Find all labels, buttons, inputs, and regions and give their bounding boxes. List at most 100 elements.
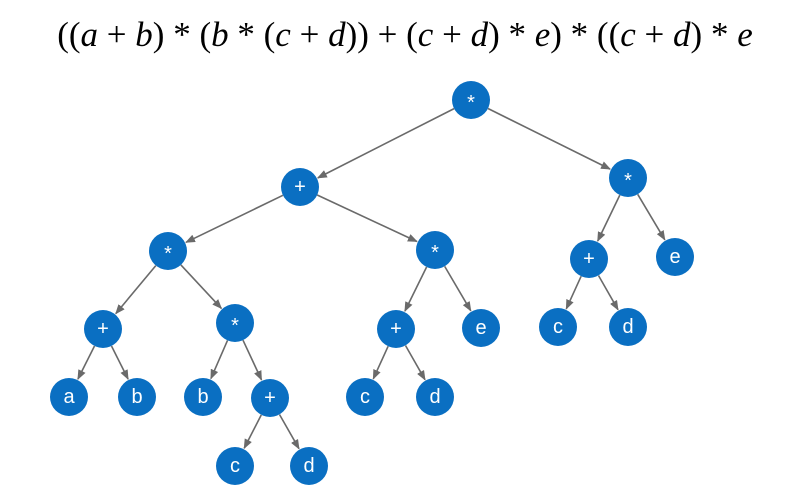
tree-node-circle [609, 159, 647, 197]
tree-edge [278, 414, 300, 450]
formula-token: + [98, 15, 136, 54]
tree-edge [77, 345, 96, 380]
tree-edge [185, 194, 284, 244]
tree-node: + [251, 379, 289, 417]
tree-node-label: + [264, 387, 276, 409]
tree-nodes: * + * + a b * b + c d * + c d e * + c d e [50, 81, 694, 485]
tree-node-label: c [553, 316, 563, 338]
tree-edge [316, 107, 455, 179]
tree-node-circle [346, 378, 384, 416]
formula-token: c [275, 15, 291, 54]
tree-node-circle [656, 238, 694, 276]
formula-token: a [80, 15, 99, 54]
tree-node-label: + [583, 248, 595, 270]
tree-node: b [118, 378, 156, 416]
tree-edge [243, 414, 263, 450]
tree-node-label: + [294, 176, 306, 198]
tree-node: + [377, 310, 415, 348]
formula-token: d [470, 15, 489, 54]
tree-node-label: b [197, 386, 208, 408]
tree-node-label: * [431, 242, 439, 264]
formula-token: ) * [488, 15, 535, 54]
tree-node-label: e [669, 246, 680, 268]
tree-node: + [281, 168, 319, 206]
formula-token: + [635, 15, 674, 54]
tree-edge [637, 193, 666, 241]
tree-node-label: + [97, 318, 109, 340]
tree-node-circle [50, 378, 88, 416]
tree-node: e [656, 238, 694, 276]
tree-node-circle [290, 447, 328, 485]
tree-node: * [416, 231, 454, 269]
tree-node-circle [570, 240, 608, 278]
tree-node-label: d [429, 386, 440, 408]
tree-node-label: c [360, 386, 370, 408]
formula-token: (( [57, 15, 81, 54]
formula-token: * ( [228, 15, 276, 54]
tree-node: * [609, 159, 647, 197]
tree-node: a [50, 378, 88, 416]
tree-node: d [609, 308, 647, 346]
tree-node-label: * [231, 315, 239, 337]
tree-node-circle [462, 309, 500, 347]
tree-node-circle [251, 379, 289, 417]
tree-edge [110, 345, 129, 380]
tree-node-circle [118, 378, 156, 416]
tree-node: * [149, 232, 187, 270]
tree-node: + [570, 240, 608, 278]
tree-edge [487, 107, 611, 170]
tree-node: * [452, 81, 490, 119]
tree-node-label: e [475, 317, 486, 339]
formula-token: )) + ( [345, 15, 418, 54]
tree-edge [210, 340, 229, 380]
tree-edge [404, 345, 426, 381]
tree-node-label: * [164, 243, 172, 265]
tree-edge [404, 266, 428, 312]
formula-token: e [534, 15, 551, 54]
formula-token: c [620, 15, 636, 54]
formula-token: + [290, 15, 329, 54]
tree-node-circle [377, 310, 415, 348]
formula-token: c [417, 15, 434, 54]
tree-node: + [84, 310, 122, 348]
formula-token: ) * [690, 15, 738, 54]
formula-token: ) * ( [152, 15, 212, 54]
formula-token: b [135, 15, 153, 54]
tree-edge [444, 265, 472, 312]
tree-node: c [539, 308, 577, 346]
tree-node-label: c [230, 455, 240, 477]
tree-edge [372, 345, 389, 380]
tree-node-circle [452, 81, 490, 119]
tree-node-label: d [303, 455, 314, 477]
tree-node-circle [84, 310, 122, 348]
tree-node-circle [416, 378, 454, 416]
tree-node-circle [539, 308, 577, 346]
tree-edge [242, 339, 263, 381]
tree-node-circle [216, 304, 254, 342]
tree-edge [597, 275, 619, 311]
formula-token: ) * (( [550, 15, 621, 54]
tree-node-circle [184, 378, 222, 416]
tree-edge [316, 194, 418, 243]
tree-node-circle [216, 447, 254, 485]
formula-token: d [328, 15, 346, 54]
tree-edge [596, 194, 621, 242]
formula-token: d [673, 15, 691, 54]
tree-node-circle [281, 168, 319, 206]
tree-node: e [462, 309, 500, 347]
tree-node-label: b [131, 386, 142, 408]
formula-token: b [211, 15, 229, 54]
tree-node-label: d [622, 316, 633, 338]
tree-node: b [184, 378, 222, 416]
tree-node: d [290, 447, 328, 485]
tree-node-circle [149, 232, 187, 270]
tree-edge [180, 264, 223, 310]
tree-node-circle [416, 231, 454, 269]
tree-node-label: a [63, 386, 75, 408]
formula-token: e [737, 15, 753, 54]
expression-formula: ((a + b) * (b * (c + d)) + (c + d) * e) … [0, 4, 810, 66]
tree-node: * [216, 304, 254, 342]
tree-node: c [346, 378, 384, 416]
tree-edge [115, 265, 157, 315]
